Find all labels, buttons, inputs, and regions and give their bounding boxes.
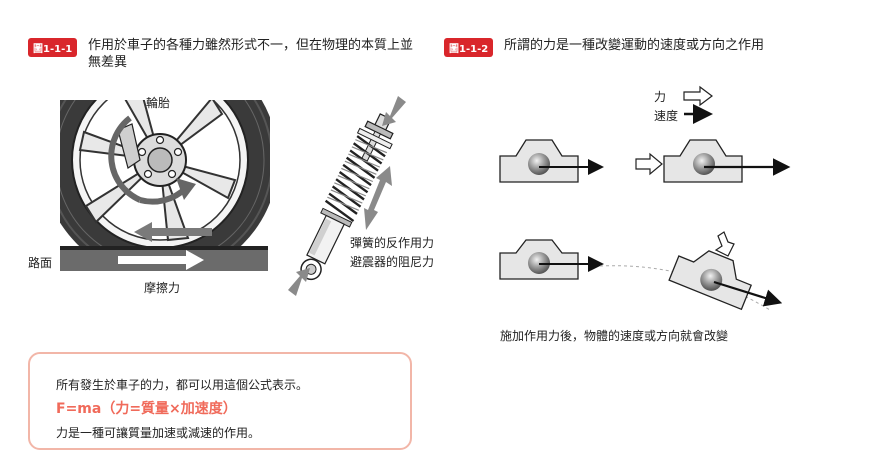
spring-force-label: 彈簧的反作用力	[350, 236, 435, 250]
formula-text: F=ma（力=質量×加速度）	[56, 401, 237, 417]
formula-intro-text: 所有發生於車子的力，都可以用這個公式表示。	[56, 378, 309, 392]
legend-velocity-label: 速度	[654, 109, 679, 123]
caption-line-1: 作用於車子的各種力雖然形式不一，但在物理的本質上並	[88, 38, 414, 53]
legend-force-arrow	[683, 85, 713, 107]
caption-line-2: 無差異	[88, 55, 128, 70]
figure-1-1-2-badge: 圖1-1-2	[444, 38, 494, 57]
block-3	[499, 239, 771, 311]
road-label: 路面	[28, 256, 53, 270]
block-1	[499, 139, 604, 183]
figure-1-1-1-badge: 圖1-1-1	[28, 38, 78, 57]
tire-label: 輪胎	[146, 96, 171, 110]
formula-box: 所有發生於車子的力，都可以用這個公式表示。 F=ma（力=質量×加速度） 力是一…	[28, 352, 412, 450]
tire-illustration	[60, 100, 270, 246]
shock-force-arrows	[288, 96, 406, 296]
legend-force-label: 力	[654, 90, 667, 104]
formula-explanation-text: 力是一種可讓質量加速或減速的作用。	[56, 426, 261, 440]
block-2	[635, 139, 791, 183]
block-4	[668, 231, 783, 311]
figure-1-1-1-caption: 作用於車子的各種力雖然形式不一，但在物理的本質上並 無差異	[88, 37, 418, 71]
road-surface-top	[60, 246, 268, 250]
motion-change-caption: 施加作用力後，物體的速度或方向就會改變	[500, 329, 729, 343]
friction-label: 摩擦力	[144, 281, 181, 295]
damper-force-label: 避震器的阻尼力	[350, 255, 435, 269]
figure-1-1-2-caption: 所謂的力是一種改變運動的速度或方向之作用	[504, 38, 765, 53]
shock-absorber-illustration	[300, 113, 394, 281]
